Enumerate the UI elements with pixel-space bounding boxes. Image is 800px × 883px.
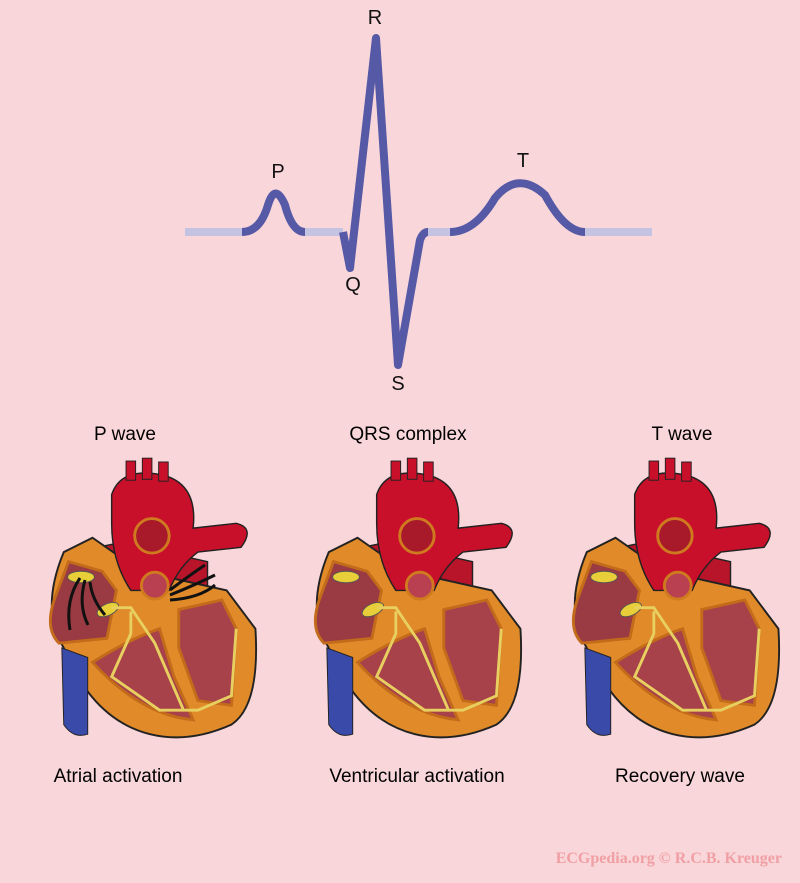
heart-illustration-ventricular	[313, 456, 523, 739]
q-label: Q	[345, 274, 361, 296]
caption-atrial: Atrial activation	[53, 766, 183, 787]
ecg-t-wave	[449, 179, 586, 236]
r-label: R	[367, 7, 383, 29]
ecg-qrs-complex	[339, 34, 429, 369]
t-label: T	[516, 150, 530, 172]
heart-illustration-recovery	[571, 456, 781, 739]
panel-title-qrs: QRS complex	[349, 424, 467, 445]
caption-ventricular: Ventricular activation	[329, 766, 505, 787]
s-label: S	[391, 373, 405, 395]
panel-title-t-wave: T wave	[651, 424, 713, 445]
p-label: P	[271, 161, 285, 183]
ecg-p-wave	[241, 189, 306, 236]
activation-arrows	[67, 563, 216, 631]
panel-title-p-wave: P wave	[94, 424, 156, 445]
watermark: ECGpedia.org © R.C.B. Kreuger	[555, 850, 782, 867]
caption-recovery: Recovery wave	[615, 766, 745, 787]
